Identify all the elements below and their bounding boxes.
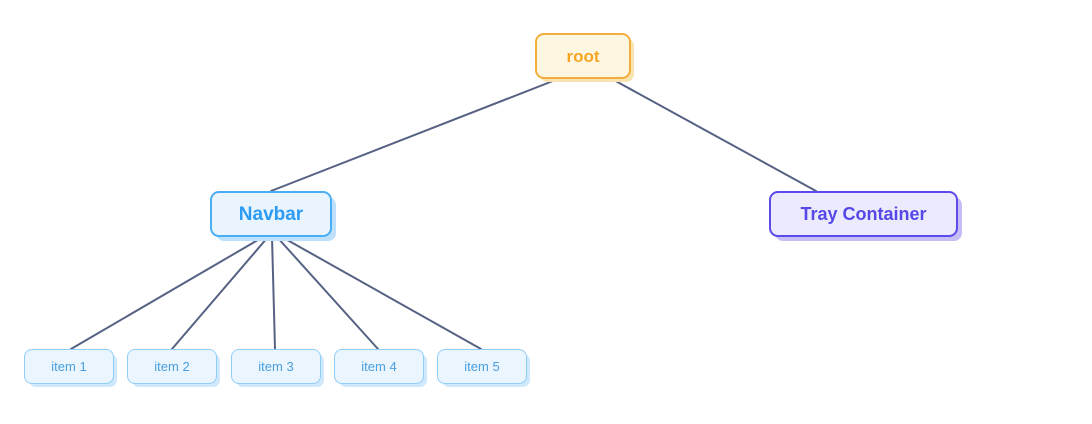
node-item-3-label: item 3 xyxy=(258,359,294,374)
node-item-4-label: item 4 xyxy=(361,359,397,374)
node-item-2-label: item 2 xyxy=(154,359,190,374)
edge-navbar-item-2 xyxy=(171,236,269,350)
node-item-5[interactable]: item 5 xyxy=(437,349,527,384)
node-tray-container-label: Tray Container xyxy=(800,204,927,224)
edge-navbar-item-5 xyxy=(281,236,482,350)
node-item-3[interactable]: item 3 xyxy=(231,349,321,384)
edge-navbar-item-3 xyxy=(271,236,276,350)
node-item-4[interactable]: item 4 xyxy=(334,349,424,384)
node-navbar[interactable]: Navbar xyxy=(210,191,332,237)
node-root-label: root xyxy=(566,46,600,66)
node-item-2[interactable]: item 2 xyxy=(127,349,217,384)
node-item-1-label: item 1 xyxy=(51,359,87,374)
node-item-5-label: item 5 xyxy=(464,359,500,374)
edge-root-navbar xyxy=(270,78,559,192)
node-item-1[interactable]: item 1 xyxy=(24,349,114,384)
node-navbar-label: Navbar xyxy=(238,203,304,225)
node-tray-container[interactable]: Tray Container xyxy=(769,191,958,237)
edge-navbar-item-4 xyxy=(276,236,379,350)
edge-root-tray-container xyxy=(611,78,817,192)
edge-navbar-item-1 xyxy=(70,236,264,350)
node-root[interactable]: root xyxy=(535,33,631,79)
